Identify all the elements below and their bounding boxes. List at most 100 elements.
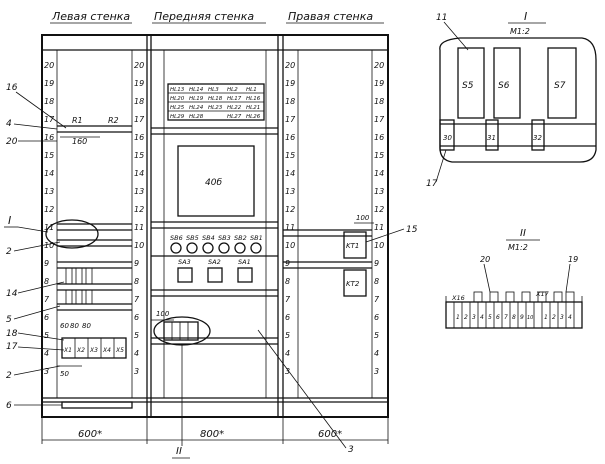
x3-label: X3 xyxy=(89,347,98,354)
terminal-31: 31 xyxy=(487,134,496,142)
sb-label: SB4 xyxy=(202,234,215,242)
scale-label: 3 xyxy=(374,367,379,376)
scale-label: 7 xyxy=(374,295,380,304)
scale-label: 19 xyxy=(285,79,295,88)
scale-label: 3 xyxy=(134,367,139,376)
dim-100a: 100 xyxy=(356,214,370,222)
hl-cell: HL29 xyxy=(170,114,185,120)
dim-50: 50 xyxy=(60,370,69,378)
scale-label: 16 xyxy=(44,133,54,142)
hl-cell: HL20 xyxy=(170,96,185,102)
dim-80a: 80 xyxy=(70,322,79,330)
hl-cell: HL26 xyxy=(246,114,261,120)
term-num: 6 xyxy=(496,314,500,321)
callout-6: 6 xyxy=(6,401,12,411)
scale-label: 17 xyxy=(44,115,55,124)
scale-label: 16 xyxy=(374,133,384,142)
callout-14: 14 xyxy=(6,289,18,299)
scale-label: 12 xyxy=(44,205,54,214)
callout-3: 3 xyxy=(348,445,354,455)
scale-label: 8 xyxy=(374,277,379,286)
hl-cell: HL17 xyxy=(227,96,242,102)
scale-label: 6 xyxy=(134,313,139,322)
scale-label: 17 xyxy=(285,115,296,124)
terminal-32: 32 xyxy=(533,134,542,142)
scale-label: 15 xyxy=(374,151,384,160)
dim-100b: 100 xyxy=(156,310,170,318)
scale-label: 7 xyxy=(285,295,291,304)
term-num: 3 xyxy=(472,314,476,321)
dim-mid: 800* xyxy=(200,429,224,440)
scale-label: 14 xyxy=(374,169,384,178)
scale-label: 15 xyxy=(44,151,54,160)
callout-15: 15 xyxy=(406,225,418,235)
scale-label: 18 xyxy=(374,97,384,106)
scale-label: 7 xyxy=(44,295,50,304)
term-num: 4 xyxy=(568,314,572,321)
hl-cell: HL13 xyxy=(170,87,185,93)
scale-label: 18 xyxy=(285,97,295,106)
scale-label: 13 xyxy=(44,187,54,196)
hl-cell: HL28 xyxy=(189,114,204,120)
detail-II-title: II xyxy=(520,228,526,239)
hl-cell: HL23 xyxy=(208,105,223,111)
scale-label: 13 xyxy=(374,187,384,196)
scale-label: 8 xyxy=(285,277,290,286)
scale-label: 20 xyxy=(44,61,54,70)
scale-label: 15 xyxy=(285,151,295,160)
terminal-30: 30 xyxy=(443,134,452,142)
x1-label: X1 xyxy=(63,347,72,354)
scale-right-b: 20 19 18 17 16 15 14 13 12 11 10 9 8 7 6… xyxy=(374,61,385,376)
scale-label: 17 xyxy=(134,115,145,124)
scale-label: 6 xyxy=(374,313,379,322)
scale-label: 11 xyxy=(374,223,384,232)
kt1-label: KT1 xyxy=(346,242,359,250)
callout-II: II xyxy=(176,446,182,457)
sb-label: SB1 xyxy=(250,234,263,242)
scale-label: 17 xyxy=(374,115,385,124)
callout-16: 16 xyxy=(6,83,18,93)
right-section: KT1 KT2 100 xyxy=(283,214,374,297)
front-section: HL13 HL14 HL3 HL2 HL1 HL20 HL19 HL18 HL1… xyxy=(151,83,278,346)
scale-label: 16 xyxy=(134,133,144,142)
scale-label: 9 xyxy=(285,259,290,268)
hl-cell: HL25 xyxy=(170,105,185,111)
block-s6: S6 xyxy=(498,81,510,91)
callout-5: 5 xyxy=(6,315,12,325)
sb-label: SB6 xyxy=(170,234,183,242)
scale-label: 4 xyxy=(285,349,290,358)
left-section: R1 R2 160 60 80 80 X1 X2 X3 X xyxy=(45,116,133,409)
term-num: 3 xyxy=(560,314,564,321)
term-num: 8 xyxy=(512,314,516,321)
x4-label: X4 xyxy=(102,347,111,354)
sa-label: SA2 xyxy=(208,258,221,266)
scale-label: 8 xyxy=(44,277,49,286)
scale-label: 19 xyxy=(134,79,144,88)
sa-label: SA1 xyxy=(238,258,251,266)
callout-2b: 2 xyxy=(6,371,12,381)
x5-label: X5 xyxy=(115,347,124,354)
scale-label: 4 xyxy=(374,349,379,358)
block-s7: S7 xyxy=(554,81,566,91)
scale-label: 6 xyxy=(285,313,290,322)
scale-label: 9 xyxy=(134,259,139,268)
scale-label: 13 xyxy=(134,187,144,196)
term-num: 10 xyxy=(527,315,533,321)
scale-label: 16 xyxy=(285,133,295,142)
hl-cell: HL27 xyxy=(227,114,242,120)
r2-label: R2 xyxy=(108,116,119,125)
sb-label: SB3 xyxy=(218,234,231,242)
hl-cell: HL16 xyxy=(246,96,261,102)
detail-II-scale: M1:2 xyxy=(508,243,528,252)
callout-17-detail: 17 xyxy=(426,179,438,189)
sb-label: SB2 xyxy=(234,234,247,242)
callout-20-detail: 20 xyxy=(480,255,490,264)
hl-cell: HL1 xyxy=(246,87,257,93)
scale-label: 20 xyxy=(285,61,295,70)
scale-label: 12 xyxy=(374,205,384,214)
scale-label: 9 xyxy=(374,259,379,268)
term-num: 2 xyxy=(464,314,468,321)
scale-label: 4 xyxy=(44,349,49,358)
bottom-dimensions: 600* 800* 600* xyxy=(41,417,389,444)
